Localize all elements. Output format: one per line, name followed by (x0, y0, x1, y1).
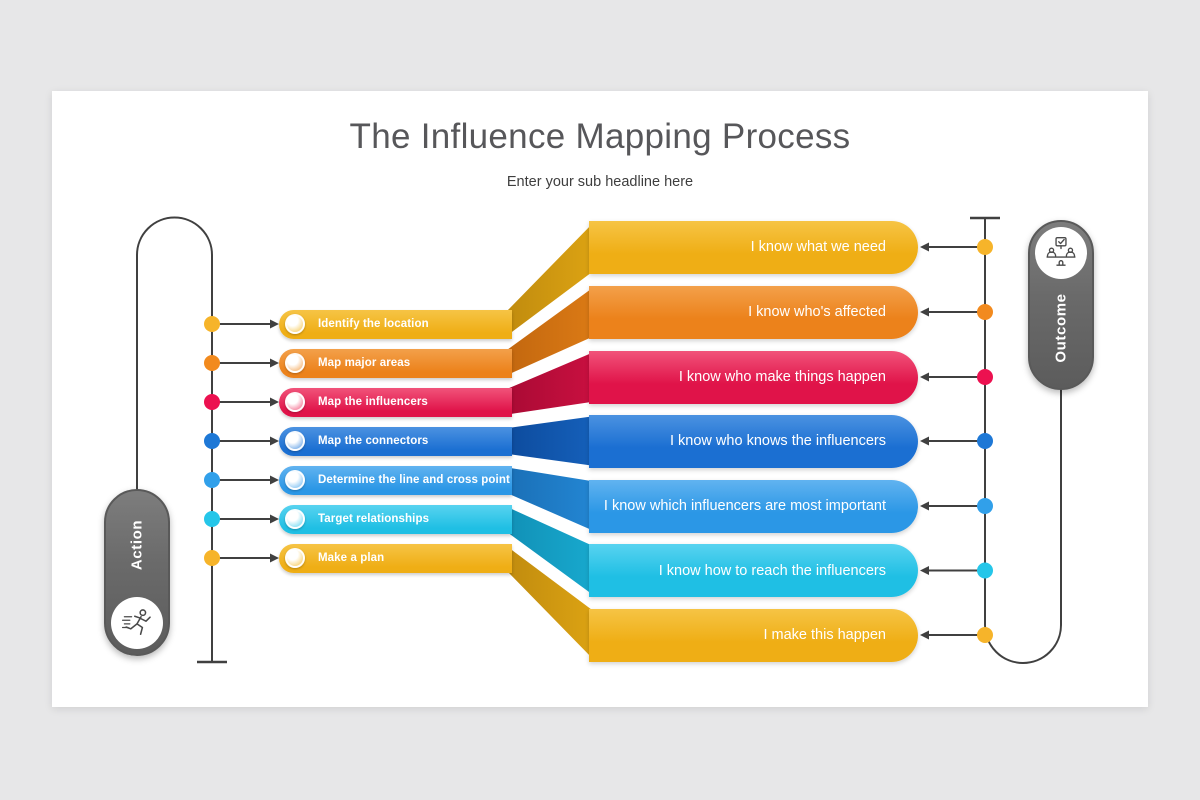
action-rail: Action (104, 489, 170, 656)
step-bullet-icon (285, 470, 305, 490)
step-bullet-icon (285, 431, 305, 451)
action-step-pill: Determine the line and cross point (279, 465, 512, 495)
outcome-rail-label: Outcome (1052, 293, 1070, 363)
outcome-pill: I make this happen (589, 608, 918, 662)
action-rail-label: Action (128, 519, 146, 570)
page-title: The Influence Mapping Process (349, 117, 851, 156)
action-step-label: Make a plan (318, 552, 385, 564)
page-subtitle: Enter your sub headline here (506, 174, 694, 190)
outcome-label: I know how to reach the influencers (658, 562, 886, 579)
step-bullet-icon (285, 509, 305, 529)
action-step-label: Map the connectors (318, 435, 429, 447)
outcome-label: I know who knows the influencers (670, 433, 886, 449)
action-step-label: Map major areas (318, 357, 411, 369)
meeting-check-icon (1035, 227, 1087, 279)
outcome-pill: I know what we need (589, 220, 918, 274)
step-bullet-icon (285, 392, 305, 412)
action-step-pill: Map the connectors (279, 426, 512, 456)
action-step-pill: Target relationships (279, 504, 512, 534)
outcome-label: I know what we need (750, 239, 886, 255)
action-step-label: Identify the location (318, 318, 429, 330)
step-bullet-icon (285, 548, 305, 568)
outcome-rail: Outcome (1028, 220, 1094, 390)
step-bullet-icon (285, 314, 305, 334)
action-step-pill: Map the influencers (279, 387, 512, 417)
step-bullet-icon (285, 353, 305, 373)
outcome-pill: I know how to reach the influencers (589, 544, 918, 597)
action-step-label: Target relationships (318, 513, 430, 525)
outcome-label: I know which influencers are most import… (603, 498, 886, 514)
action-step-pill: Map major areas (279, 348, 512, 378)
outcome-pill: I know who make things happen (589, 350, 918, 404)
running-person-icon (111, 597, 163, 649)
outcome-pill: I know who's affected (589, 285, 918, 339)
outcome-label: I make this happen (763, 627, 886, 643)
outcome-label: I know who make things happen (678, 369, 886, 385)
action-step-label: Determine the line and cross point (318, 474, 510, 486)
outcome-pill: I know who knows the influencers (589, 414, 918, 468)
action-step-pill: Identify the location (279, 309, 512, 339)
action-step-pill: Make a plan (279, 543, 512, 573)
outcome-label: I know who's affected (748, 304, 886, 320)
outcome-pill: I know which influencers are most import… (589, 479, 918, 533)
action-step-label: Map the influencers (318, 396, 428, 408)
